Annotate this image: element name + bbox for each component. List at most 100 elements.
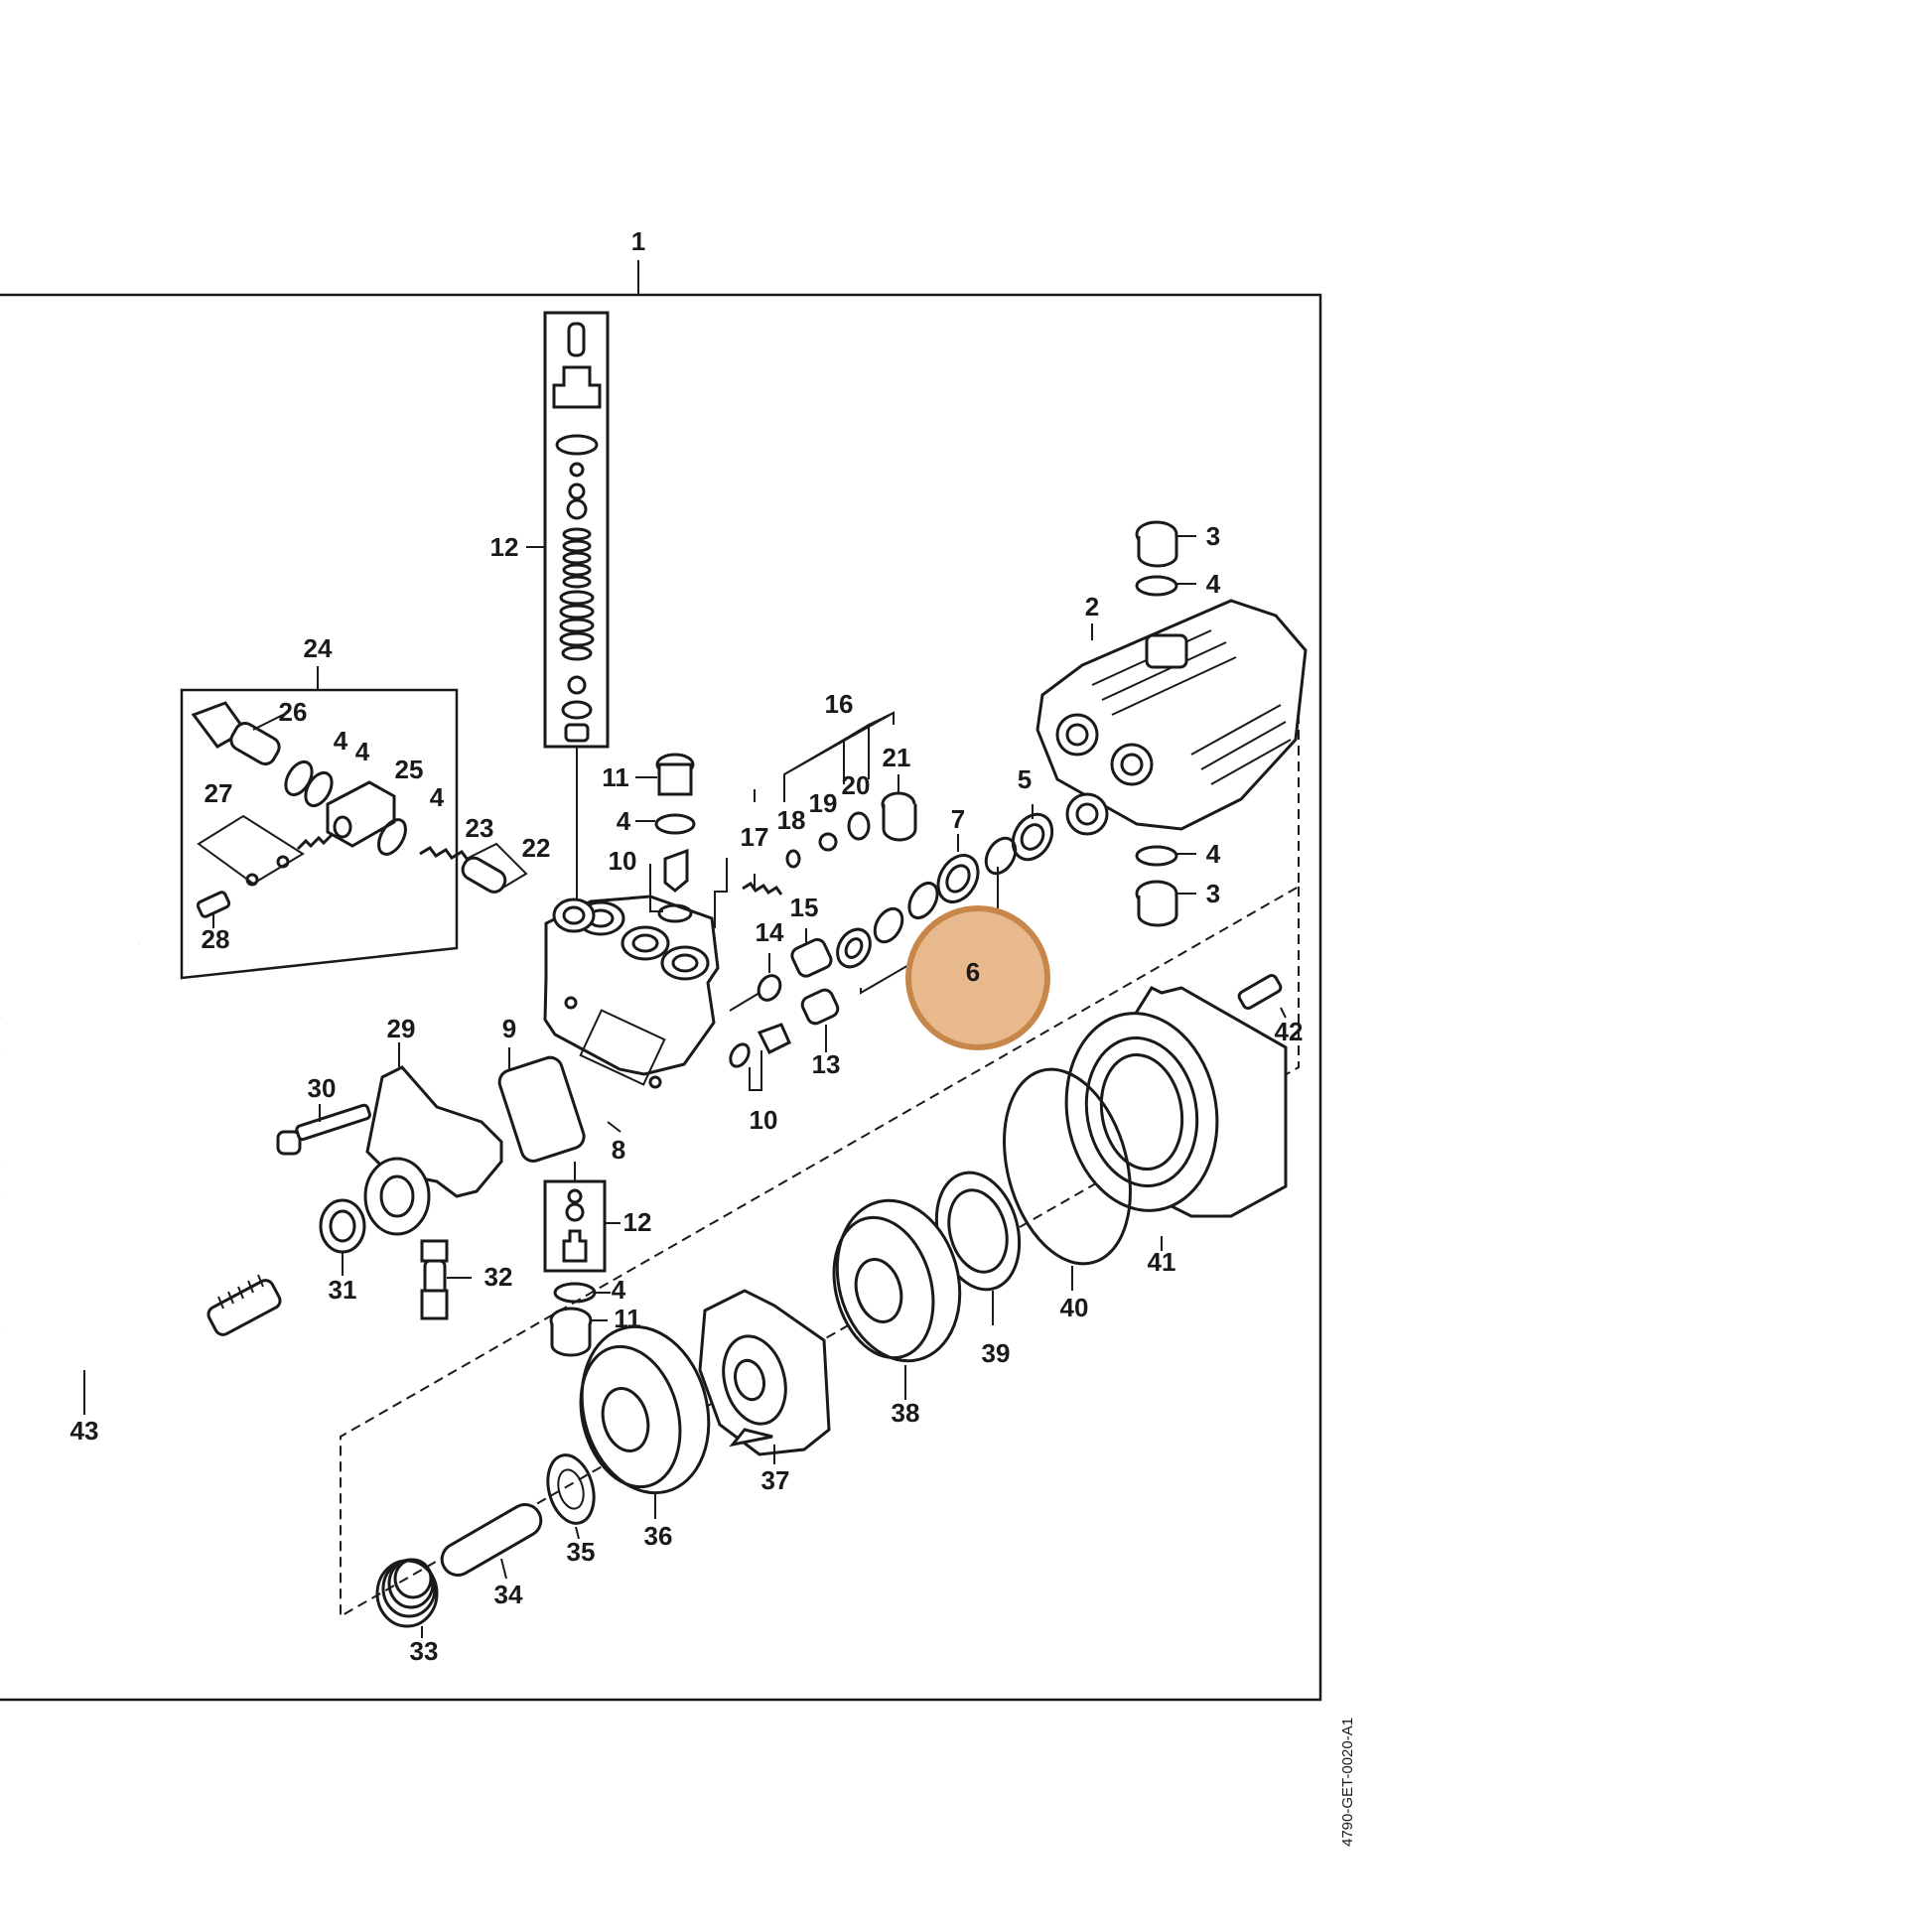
part-14-oring[interactable] [755,972,784,1005]
part-13-valve[interactable] [800,988,841,1027]
callout-20: 20 [842,770,871,800]
part-41-flange[interactable] [1051,986,1288,1223]
callout-4-sub-b: 4 [355,737,370,766]
callout-11-upper: 11 [602,762,629,792]
part-5-seal[interactable] [1005,807,1059,867]
callout-36: 36 [644,1521,673,1551]
part-29-bracket[interactable] [363,1065,503,1236]
part-11-plug-upper[interactable] [655,753,695,796]
part-43-hose[interactable] [0,940,283,1360]
part-11-plug-lower[interactable] [549,1307,593,1357]
callout-3-bottom: 3 [1206,879,1220,908]
part-8-manifold[interactable] [543,895,720,1089]
callout-37: 37 [761,1465,790,1495]
callout-13: 13 [812,1049,841,1079]
callout-42: 42 [1275,1017,1304,1046]
part-4-oring-top[interactable] [1135,575,1178,597]
part-23-spring[interactable] [419,846,470,861]
callout-34: 34 [494,1580,523,1609]
dashed-subassembly-outline [340,682,1300,1618]
part-17-spring[interactable] [742,881,783,896]
callout-38: 38 [892,1398,920,1428]
part-12-unloader-valve[interactable] [543,311,610,749]
callout-32: 32 [484,1262,513,1292]
part-22-piston[interactable] [459,854,508,896]
part-21-sleeve[interactable] [881,791,917,842]
part-oring-7b[interactable] [980,833,1022,879]
part-6-seal-kit[interactable] [831,879,943,973]
part-35-retaining-ring[interactable] [541,1449,602,1528]
part-9-gasket[interactable] [496,1054,587,1164]
callout-3-top: 3 [1206,521,1220,551]
callout-27: 27 [205,778,233,808]
callout-12-upper: 12 [490,532,519,562]
callout-6: 6 [966,957,980,987]
callout-4-sub-a: 4 [334,726,348,756]
callout-26: 26 [279,697,308,727]
part-10-valve-upper[interactable] [657,848,693,923]
callout-18: 18 [777,805,806,835]
part-38-bearing[interactable] [819,1186,977,1374]
callout-31: 31 [329,1275,357,1305]
callout-35: 35 [567,1537,596,1567]
callout-4-bottom: 4 [1206,839,1221,869]
part-26-nipple[interactable] [191,701,283,767]
callout-33: 33 [410,1636,439,1666]
part-34-pin[interactable] [436,1499,546,1582]
part-27-spring[interactable] [276,833,334,869]
part-4-oring-pair[interactable] [280,758,337,810]
part-28-screw[interactable] [196,873,259,918]
callout-21: 21 [883,743,911,772]
part-25-block[interactable] [326,780,396,848]
callout-15: 15 [790,893,819,922]
callout-14: 14 [756,917,784,947]
callout-8: 8 [612,1135,625,1165]
part-31-cap[interactable] [319,1198,366,1254]
part-18-oring[interactable] [785,849,801,869]
part-32-fitting[interactable] [420,1239,449,1320]
callout-11-lower: 11 [614,1304,641,1333]
callout-16: 16 [825,689,854,719]
part-4-oring-lower[interactable] [553,1282,597,1304]
callout-9: 9 [502,1014,516,1043]
part-6-highlight[interactable] [905,905,1050,1050]
callout-39: 39 [982,1338,1011,1368]
callout-4-top: 4 [1206,569,1221,599]
callout-17: 17 [741,822,769,852]
part-4-oring-right[interactable] [373,815,411,859]
part-7-seal[interactable] [930,848,986,908]
callout-28: 28 [202,924,230,954]
part-19-valve[interactable] [818,832,838,852]
part-33-spring[interactable] [375,1558,439,1628]
callout-10-upper: 10 [609,846,637,876]
part-20-oring[interactable] [847,811,871,841]
part-3-plug-bottom[interactable] [1135,880,1178,927]
part-30-bolt[interactable] [276,1103,371,1156]
callout-4-sub-c: 4 [430,782,445,812]
part-36-bearing[interactable] [564,1312,727,1507]
part-15-valve[interactable] [789,937,833,979]
callout-4-manifold-bottom: 4 [612,1275,626,1305]
part-2-cylinder-head[interactable] [1035,599,1308,836]
callout-5: 5 [1018,764,1032,794]
part-42-screw[interactable] [1237,974,1283,1011]
reference-code: 4790-GET-0020-A1 [1339,1718,1356,1847]
callout-25: 25 [395,755,424,784]
part-10-valve-lower[interactable] [727,1023,791,1069]
part-37-swash-plate[interactable] [698,1289,831,1456]
callout-10-lower: 10 [750,1105,778,1135]
callout-41: 41 [1148,1247,1176,1277]
part-4-oring-upper[interactable] [654,813,696,835]
callout-40: 40 [1060,1293,1089,1322]
part-3-plug-top[interactable] [1135,520,1178,568]
callout-12-lower: 12 [623,1207,652,1237]
callout-19: 19 [809,788,838,818]
part-12-lower-valve[interactable] [543,1179,607,1273]
part-24-subassembly-box [180,688,459,980]
part-40-oring[interactable] [984,1055,1151,1278]
part-4-oring-bottom[interactable] [1135,845,1178,867]
callout-1: 1 [631,226,645,256]
callout-labels: 1 2 3 4 4 3 5 6 7 8 9 10 10 11 11 4 4 12… [70,226,1304,1666]
callout-24: 24 [304,633,333,663]
